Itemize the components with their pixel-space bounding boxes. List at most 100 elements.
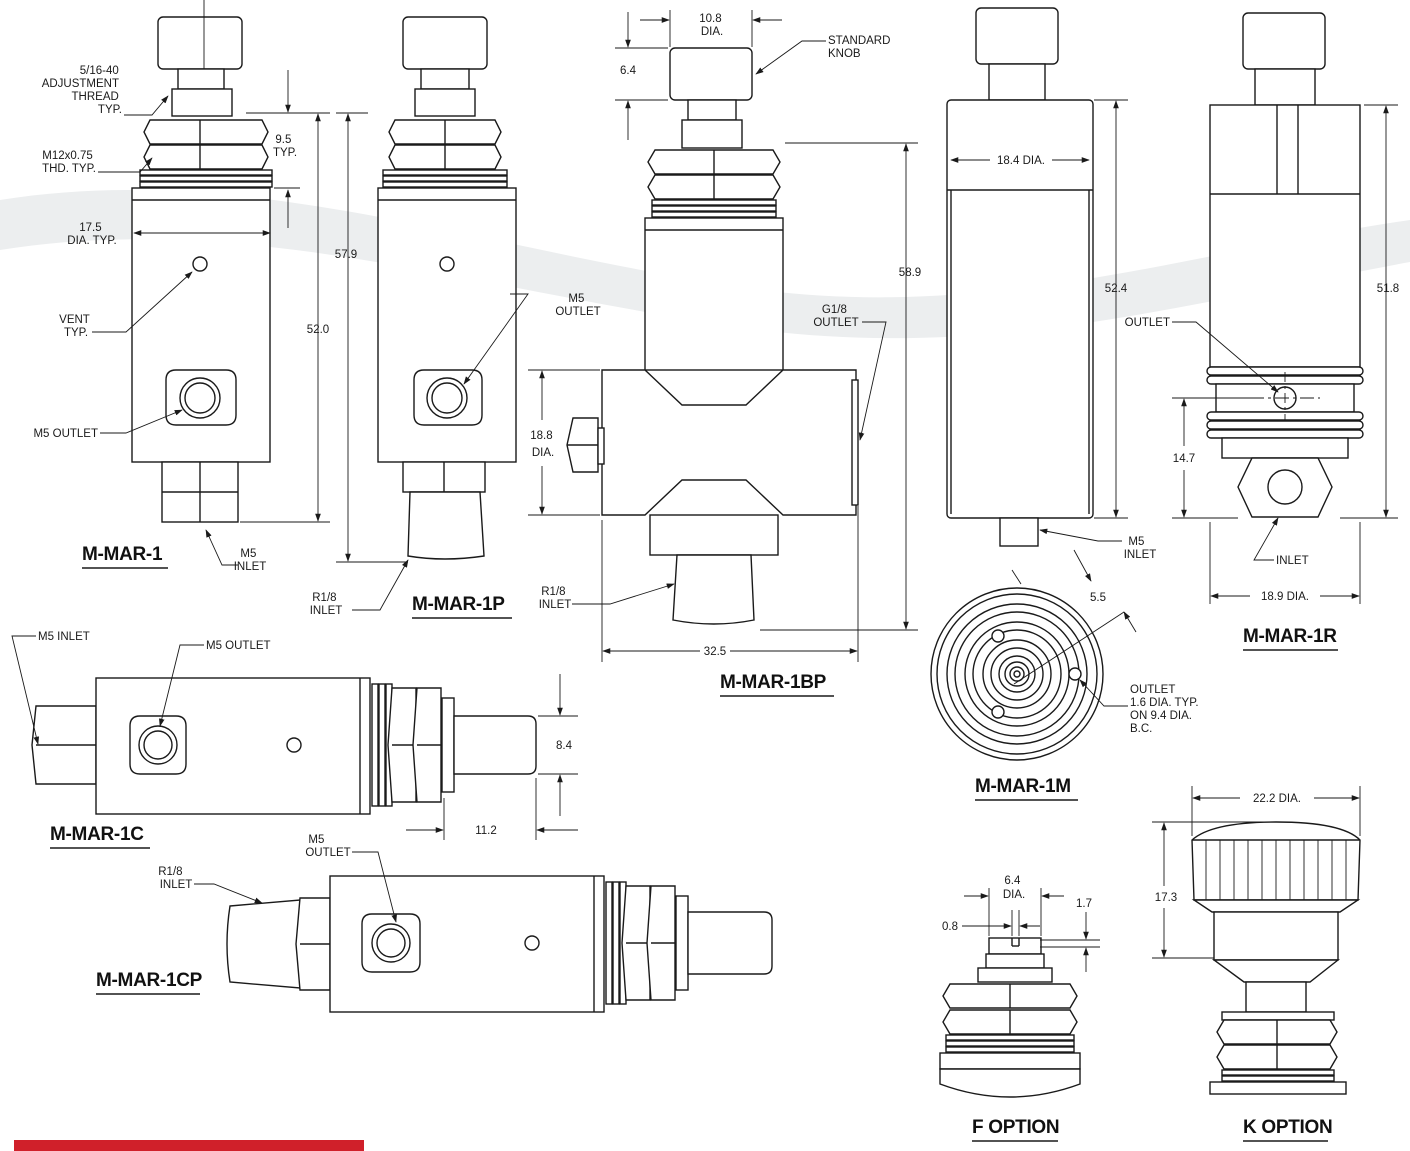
dimension-18-9-label: 18.9 DIA.: [1261, 591, 1309, 603]
view-titles: M-MAR-1 M-MAR-1P M-MAR-1BP M-MAR-1M M-MA…: [50, 544, 1338, 1142]
g18-outlet-label: G1/8: [822, 304, 847, 316]
m5-outlet-1p-label: OUTLET: [555, 306, 600, 318]
svg-text:10.8 DIA.: 10.8 DIA.: [699, 13, 725, 38]
title-f-option: F OPTION: [972, 1117, 1059, 1138]
svg-text:M5 INLET: M5 INLET: [1124, 536, 1157, 561]
dimension-11-2-label: 11.2: [475, 825, 497, 837]
dimension-0-8-label: 0.8: [942, 921, 958, 933]
m5-outlet-1c-label: M5 OUTLET: [206, 640, 271, 652]
svg-text:M5 INLET: M5 INLET: [234, 548, 267, 573]
inlet-1r-label: INLET: [1276, 555, 1309, 567]
dimension-18-4-label: 18.4 DIA.: [997, 155, 1045, 167]
svg-text:9.5 TYP.: 9.5 TYP.: [273, 134, 297, 159]
svg-text:M5 OUTLET: M5 OUTLET: [555, 293, 600, 318]
m5-inlet-1c-label: M5 INLET: [38, 631, 90, 643]
dimension-32-5-label: 32.5: [704, 646, 726, 658]
dimension-17-3-label: 17.3: [1155, 892, 1177, 904]
svg-text:STANDARD KNOB: STANDARD KNOB: [828, 35, 894, 60]
view-m-mar-1bp: [566, 47, 859, 625]
dimension-18-8-label: 18.8: [530, 430, 552, 442]
m5-outlet-label: M5 OUTLET: [33, 428, 98, 440]
dimension-22-2-label: 22.2 DIA.: [1253, 793, 1301, 805]
dimension-5-5-label: 5.5: [1090, 592, 1106, 604]
title-m-mar-1cp: M-MAR-1CP: [96, 970, 203, 991]
m5-inlet-label: M5: [240, 548, 256, 560]
m5-inlet-1m-label: INLET: [1124, 549, 1157, 561]
r18-inlet-1bp-label: R1/8: [541, 586, 565, 598]
view-m-mar-1p: [377, 16, 517, 560]
title-m-mar-1p: M-MAR-1P: [412, 594, 505, 615]
dimension-6-4-label: 6.4: [620, 65, 637, 77]
diameter-17-5-label: 17.5: [79, 222, 101, 234]
view-m-mar-1c: [31, 677, 537, 815]
view-f-option: [939, 937, 1081, 1098]
outlet-1m-label: B.C.: [1130, 723, 1152, 735]
adjustment-thread-label: ADJUSTMENT: [42, 78, 119, 90]
svg-text:M5 OUTLET: M5 OUTLET: [305, 834, 350, 859]
outlet-1m-label: OUTLET: [1130, 684, 1175, 696]
dimension-8-4-label: 8.4: [556, 740, 573, 752]
dimension-1-7-label: 1.7: [1076, 898, 1092, 910]
svg-text:R1/8 INLET: R1/8 INLET: [158, 866, 192, 891]
r18-inlet-1bp-label: INLET: [539, 599, 572, 611]
dimension-52-4-label: 52.4: [1105, 283, 1128, 295]
dimension-14-7-label: 14.7: [1173, 453, 1195, 465]
r18-inlet-1p-label: INLET: [310, 605, 343, 617]
dimension-9-5-label: TYP.: [273, 147, 297, 159]
svg-text:G1/8 OUTLET: G1/8 OUTLET: [813, 304, 858, 329]
svg-text:R1/8 INLET: R1/8 INLET: [539, 586, 572, 611]
svg-text:VENT TYP.: VENT TYP.: [59, 314, 93, 339]
dimension-18-8-label: DIA.: [532, 447, 554, 459]
vent-label: TYP.: [64, 327, 88, 339]
dimension-51-8-label: 51.8: [1377, 283, 1399, 295]
dimension-10-8-label: 10.8: [699, 13, 721, 25]
svg-text:17.5 DIA. TYP.: 17.5 DIA. TYP.: [67, 222, 116, 247]
view-m-mar-1cp: [226, 875, 773, 1013]
outlet-1m-label: 1.6 DIA. TYP.: [1130, 697, 1199, 709]
r18-inlet-1cp-label: R1/8: [158, 866, 182, 878]
title-m-mar-1bp: M-MAR-1BP: [720, 672, 827, 693]
title-m-mar-1m: M-MAR-1M: [975, 776, 1071, 797]
title-m-mar-1c: M-MAR-1C: [50, 824, 144, 845]
svg-text:18.8 DIA.: 18.8 DIA.: [530, 430, 556, 459]
m5-inlet-1m-label: M5: [1128, 536, 1144, 548]
dimension-6-4-dia-label: DIA.: [1003, 889, 1025, 901]
title-m-mar-1r: M-MAR-1R: [1243, 626, 1337, 647]
thread-spec-label: THD. TYP.: [42, 163, 96, 175]
standard-knob-label: KNOB: [828, 48, 861, 60]
r18-inlet-1p-label: R1/8: [312, 592, 336, 604]
adjustment-thread-label: TYP.: [98, 104, 122, 116]
m5-outlet-1p-label: M5: [568, 293, 584, 305]
thread-spec-label: M12x0.75: [42, 150, 93, 162]
dimension-10-8-label: DIA.: [701, 26, 723, 38]
diameter-17-5-label: DIA. TYP.: [67, 235, 116, 247]
view-m-mar-1m: [930, 7, 1104, 761]
outlet-1r-label: OUTLET: [1125, 317, 1170, 329]
outlet-1m-label: ON 9.4 DIA.: [1130, 710, 1192, 722]
g18-outlet-label: OUTLET: [813, 317, 858, 329]
svg-text:6.4 DIA.: 6.4 DIA.: [1003, 875, 1025, 901]
adjustment-thread-label: 5/16-40: [80, 65, 119, 77]
dimension-57-9-label: 57.9: [335, 249, 357, 261]
dimension-52-0-label: 52.0: [307, 324, 329, 336]
view-k-option: [1191, 821, 1361, 1095]
dimension-58-9-label: 58.9: [899, 267, 921, 279]
view-m-mar-1: [131, 0, 273, 523]
m5-inlet-label: INLET: [234, 561, 267, 573]
m5-outlet-1cp-label: M5: [308, 834, 324, 846]
dimension-9-5-label: 9.5: [275, 134, 291, 146]
dimension-6-4-dia-label: 6.4: [1004, 875, 1021, 887]
brand-bar: [14, 1140, 364, 1151]
adjustment-thread-label: THREAD: [72, 91, 119, 103]
svg-text:R1/8 INLET: R1/8 INLET: [310, 592, 343, 617]
dimension-lines: [11, 10, 1398, 972]
view-m-mar-1r: [1206, 12, 1364, 518]
svg-text:OUTLET 1.6 DIA. TYP.: OUTLET 1.6 DIA. TYP. ON 9.4 DIA. B.C.: [1130, 684, 1202, 735]
svg-text:5/16-40 ADJUSTMENT: 5/16-40 ADJUSTMENT THREAD TYP.: [42, 65, 122, 116]
title-m-mar-1: M-MAR-1: [82, 544, 163, 565]
title-k-option: K OPTION: [1243, 1117, 1332, 1138]
vent-label: VENT: [59, 314, 90, 326]
m5-outlet-1cp-label: OUTLET: [305, 847, 350, 859]
r18-inlet-1cp-label: INLET: [160, 879, 193, 891]
